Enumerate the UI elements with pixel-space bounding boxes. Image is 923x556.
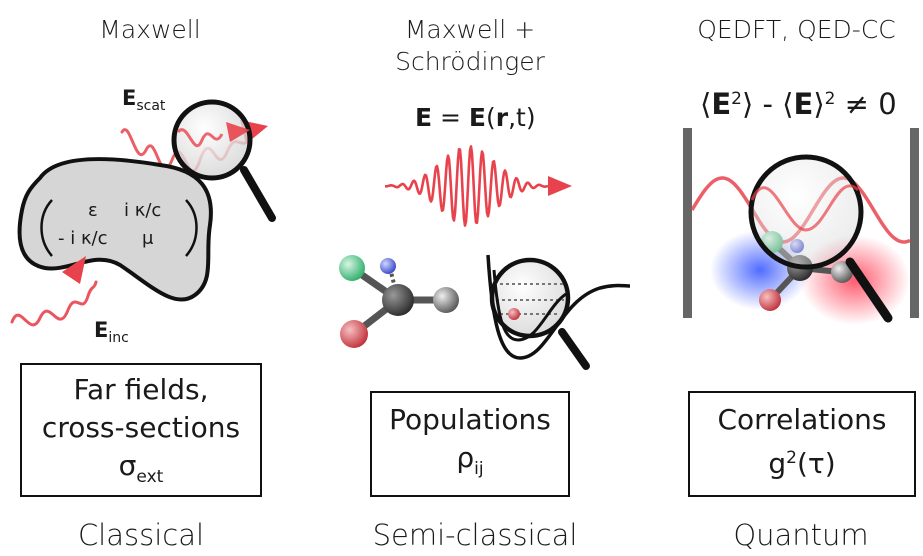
column-title-semiclassical: Maxwell + Schrödinger <box>395 15 545 76</box>
mirror-right <box>910 128 919 318</box>
wave-packet <box>384 145 549 227</box>
atom-carbon <box>382 284 414 316</box>
column-title-quantum: QEDFT, QED-CC <box>697 15 896 44</box>
regime-label-quantum: Quantum <box>733 518 869 552</box>
regime-label-classical: Classical <box>77 518 205 552</box>
matrix-entry-12: i κ/c <box>124 200 162 221</box>
matrix-bracket-left <box>40 199 53 257</box>
potential-curve <box>486 254 631 360</box>
column-title-classical: Maxwell <box>99 15 201 44</box>
matrix-entry-11: ε <box>88 200 98 221</box>
molecule <box>339 255 459 348</box>
scatterer-blob <box>17 157 213 302</box>
magnifier-icon <box>171 99 276 222</box>
atom-blue <box>380 258 396 274</box>
incident-field-label: Einc <box>94 318 129 346</box>
atom-red <box>340 320 368 348</box>
field-equation: E = E(r,t) <box>415 103 536 132</box>
observable-box-classical: Far fields, cross-sections σext <box>20 363 262 497</box>
fluctuation-equation: ⟨E2⟩ - ⟨E⟩2 ≠ 0 <box>700 87 897 121</box>
matrix-bracket-right <box>185 199 198 257</box>
matrix-entry-21: - i κ/c <box>58 228 108 249</box>
magnifier-icon <box>748 154 893 323</box>
magnifier-icon <box>489 257 590 370</box>
matrix-entry-22: μ <box>142 228 154 249</box>
regime-label-semiclassical: Semi-classical <box>372 518 578 552</box>
mirror-left <box>683 128 692 318</box>
observable-box-semiclassical: Populations ρij <box>370 391 570 497</box>
incident-wave <box>10 256 98 327</box>
scattered-field-label: Escat <box>122 86 166 114</box>
wave-packet-arrow <box>548 176 572 196</box>
atom-gray <box>433 287 459 313</box>
atom-green <box>339 255 365 281</box>
observable-box-quantum: Correlations g2(τ) <box>688 391 916 497</box>
